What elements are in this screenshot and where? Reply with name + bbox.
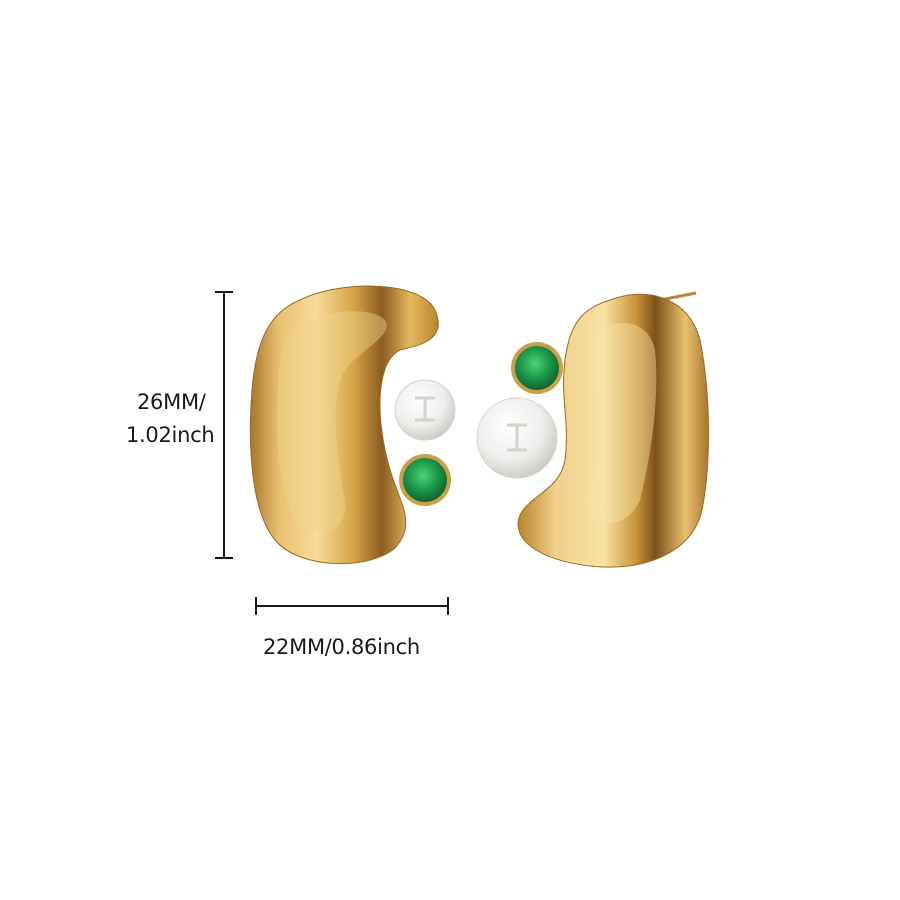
height-label-inch: 1.02inch — [126, 423, 215, 447]
width-dimension-line — [255, 597, 449, 615]
width-label: 22MM/0.86inch — [263, 635, 420, 659]
height-label-mm: 26MM/ — [137, 390, 206, 414]
left-earring — [249, 285, 456, 564]
right-earring — [476, 291, 709, 568]
height-dimension-line — [215, 291, 233, 559]
